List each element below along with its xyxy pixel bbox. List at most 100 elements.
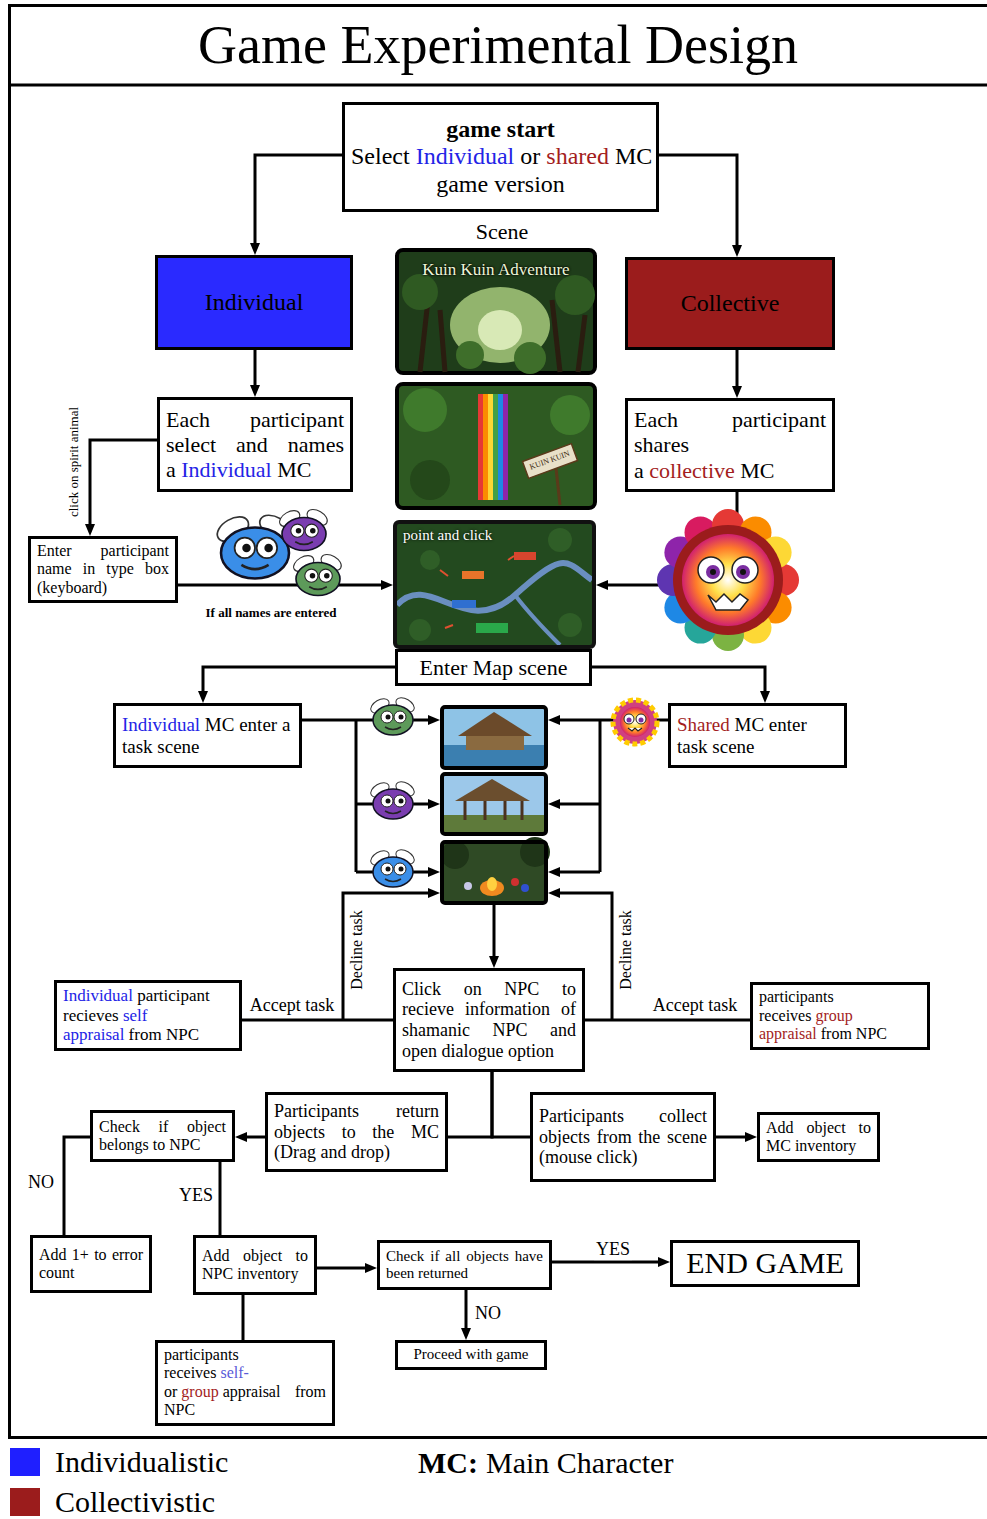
- box-text-block: Add object to MC inventory: [766, 1119, 871, 1156]
- box-text-block: Each participant select and names aIndiv…: [166, 407, 344, 483]
- process-box: Click on NPC to recieve information of s…: [393, 968, 585, 1072]
- node-text: collective: [649, 458, 735, 483]
- waterfall-scene-image: [397, 384, 595, 508]
- task-scene-image: [442, 842, 546, 903]
- waterfall-scene-image: [550, 395, 590, 435]
- scene-connector: [493, 905, 496, 958]
- map-image: [558, 613, 582, 637]
- title-scene-image: [555, 275, 595, 315]
- shared-character-icon: [636, 714, 646, 724]
- box-text-block: Add 1+ to error count: [39, 1246, 143, 1283]
- task-scene-image: [441, 837, 550, 903]
- edge-label: NO: [26, 1173, 56, 1193]
- process-box: SharedMC enter task scene: [668, 703, 847, 768]
- waterfall-scene-image: [488, 394, 493, 500]
- node-text: Shared: [677, 714, 730, 735]
- node-text: Individual: [63, 986, 133, 1005]
- outer-frame: [9, 6, 987, 1438]
- edge-label: click on spirit animal: [67, 405, 81, 519]
- task-scene-image: [455, 779, 530, 801]
- node-text: Participants return objects to the MC (D…: [274, 1101, 439, 1162]
- task-scene-image: [464, 882, 472, 890]
- node-text: Enter participant name in type box (keyb…: [37, 542, 169, 596]
- shared-character-icon: [620, 707, 650, 737]
- task-scene-image: [442, 707, 546, 768]
- box-text-block: point and click: [403, 527, 586, 544]
- shared-character: [708, 594, 748, 610]
- box-text-block: END GAME: [679, 1246, 851, 1281]
- process-box: Add 1+ to error count: [30, 1235, 152, 1293]
- title-scene-image: [514, 342, 546, 374]
- node-text: Add object to NPC inventory: [202, 1247, 308, 1282]
- edge-label: YES: [594, 1240, 632, 1260]
- scene-connector: [355, 720, 358, 872]
- task-scene-image: [442, 774, 546, 834]
- shared-character-icon: [613, 700, 657, 744]
- node-text: Select: [351, 143, 410, 169]
- flow-arrow: [64, 1137, 90, 1235]
- shared-character-icon: [639, 718, 644, 723]
- task-scene-image: [465, 801, 522, 820]
- map-image: [440, 556, 514, 628]
- waterfall-scene-image: [493, 394, 498, 500]
- outer-frame: [9, 84, 987, 87]
- shared-character: [740, 569, 746, 575]
- box-text-block: Check if object belongs to NPC: [99, 1118, 226, 1155]
- node-text: shared: [546, 143, 609, 169]
- node-text: Add object to MC inventory: [766, 1119, 871, 1154]
- flow-arrow: [317, 1267, 367, 1270]
- scene-connector: [558, 803, 600, 806]
- legend-text: Individualistic: [55, 1446, 228, 1478]
- line-label: Decline task: [348, 910, 366, 990]
- spirit-animal-icon: [368, 695, 416, 887]
- line-label: Decline task: [617, 910, 635, 990]
- process-box: Each participant shares acollectiveMC: [625, 398, 835, 492]
- scene-connector: [558, 871, 600, 874]
- box-text-block: Enter participant name in type box (keyb…: [37, 542, 169, 597]
- node-text: MC: [277, 457, 311, 482]
- waterfall-scene-image: [556, 468, 560, 505]
- map-image: [514, 552, 536, 560]
- flow-arrow: [254, 350, 257, 387]
- box-text-block: Participants return objects to the MC (D…: [274, 1101, 439, 1163]
- node-text: Proceed with game: [414, 1346, 529, 1362]
- legend-swatch: [10, 1488, 40, 1516]
- flow-arrow: [585, 1019, 750, 1022]
- box-text-block: Participants collect objects from the sc…: [539, 1106, 707, 1168]
- flow-arrow: [492, 1072, 530, 1137]
- process-box: Add object to MC inventory: [757, 1112, 880, 1162]
- shared-character: [710, 569, 716, 575]
- shared-character-icon: [628, 728, 642, 731]
- abbreviation-note: MC:Main Character: [418, 1446, 673, 1479]
- process-box: Check if all objects have been returned: [377, 1240, 552, 1290]
- map-image: [452, 600, 476, 608]
- legend-text: Collectivistic: [55, 1486, 215, 1518]
- task-scene-image: [458, 712, 532, 736]
- waterfall-scene-image: [478, 394, 483, 500]
- box-text-block: Individual: [164, 289, 344, 317]
- map-scene-box: point and click: [393, 520, 596, 649]
- box-text-block: game startSelectIndividualorsharedMC gam…: [351, 116, 650, 199]
- process-box: Proceed with game: [395, 1340, 547, 1370]
- flow-arrow: [203, 667, 395, 693]
- node-text: from NPC: [129, 1025, 199, 1044]
- box-text-block: Proceed with game: [404, 1346, 538, 1363]
- map-image: [462, 571, 484, 579]
- box-text-block: participants receivesgroup appraisalfrom…: [759, 988, 921, 1043]
- node-text: or: [520, 143, 540, 169]
- abbreviation-meaning: Main Character: [486, 1446, 673, 1479]
- box-text-block: Check if all objects have been returned: [386, 1248, 543, 1283]
- start-box: game startSelectIndividualorsharedMC gam…: [342, 102, 659, 212]
- scene-title-text: Kuin Kuin Adventure: [422, 261, 569, 280]
- waterfall-scene-image: [503, 394, 508, 500]
- waterfall-scene-image: [522, 444, 577, 479]
- process-box: participants receivesgroup appraisalfrom…: [750, 982, 930, 1050]
- node-text: Add 1+ to error count: [39, 1246, 143, 1281]
- flow-arrow: [245, 1136, 265, 1139]
- map-image: [476, 623, 508, 633]
- box-text-block: Individualparticipant recievesself appra…: [63, 986, 233, 1045]
- flow-arrow: [716, 1136, 747, 1139]
- task-scene-image: [442, 707, 546, 768]
- process-box: participants receivesself-orgroupapprais…: [155, 1340, 335, 1426]
